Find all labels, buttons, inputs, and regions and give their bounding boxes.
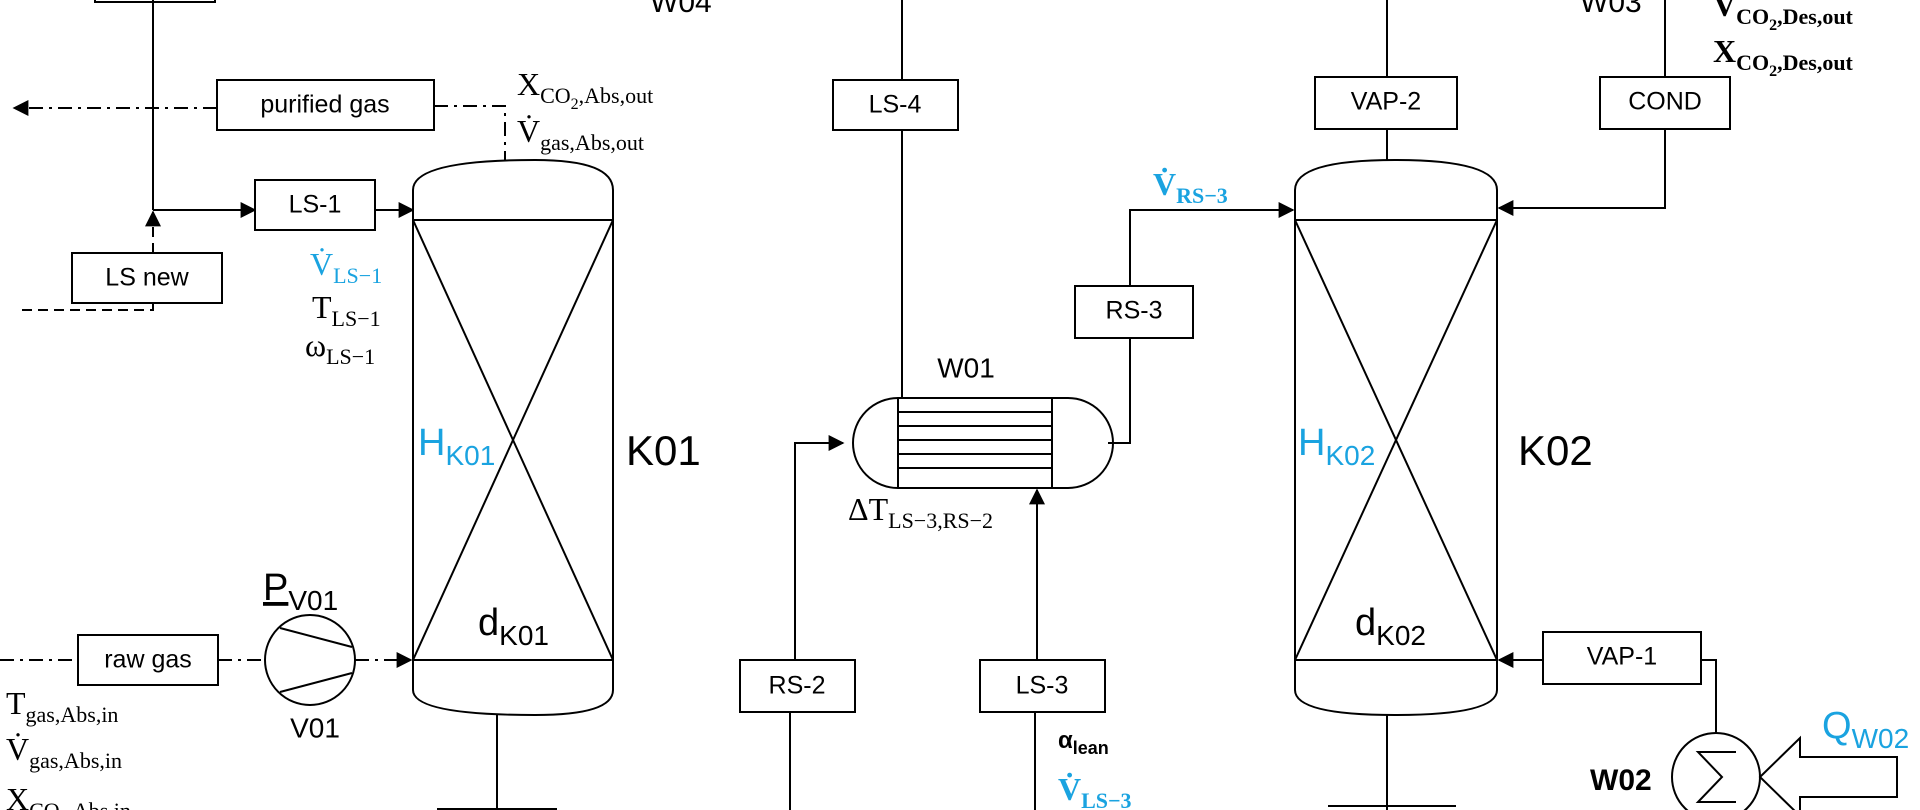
vap1-box [1542, 631, 1702, 685]
k02-column [1294, 158, 1498, 717]
p-v01: PV01 [263, 567, 338, 616]
w02-to-vap1-line [1701, 659, 1717, 735]
rs3-box [1074, 285, 1194, 339]
ls1-box [254, 179, 376, 231]
v-rs3: V̇RS−3 [1153, 166, 1228, 208]
q-w02-heat-arrow [1758, 735, 1898, 810]
ls-new-feed-line [20, 303, 154, 311]
ls-new-box [71, 252, 223, 304]
alpha-lean: αlean [1058, 727, 1109, 758]
rs2-label: RS-2 [769, 672, 826, 700]
t-gas-abs-in: Tgas,Abs,in [6, 685, 118, 727]
ls-new-label: LS new [105, 264, 189, 292]
ls3-box [979, 659, 1106, 713]
dt-ls3-rs2: ΔTLS−3,RS−2 [848, 491, 993, 533]
v-co2-des-out: V̇CO2,Des,out [1713, 0, 1854, 34]
d-k01: dK01 [478, 602, 549, 651]
ls4-box [832, 79, 959, 131]
t-ls1: TLS−1 [312, 289, 381, 331]
rs3-to-k02-line [1129, 202, 1295, 286]
w-ls1: ωLS−1 [305, 327, 375, 369]
k01-label: K01 [626, 427, 701, 474]
x-co2-des-out: XCO2,Des,out [1713, 33, 1854, 80]
q-w02: QW02 [1822, 705, 1909, 754]
raw-gas-label: raw gas [104, 646, 192, 674]
v-ls3: V̇LS−3 [1058, 771, 1132, 810]
d-k02: dK02 [1355, 602, 1426, 651]
v01-blower-icon [264, 614, 356, 706]
cond-to-k02-line [1497, 129, 1666, 216]
rs2-box [739, 659, 856, 713]
v-gas-abs-in: V̇gas,Abs,in [6, 731, 122, 773]
rs3-label: RS-3 [1106, 297, 1163, 325]
w02-sigma-mark [1695, 751, 1736, 803]
top-left-partial-box [94, 0, 216, 3]
w01-label: W01 [937, 352, 995, 383]
k01-column [412, 158, 614, 717]
w02-label: W02 [1590, 764, 1652, 797]
x-co2-abs-in: XCO₂,Abs,in [6, 781, 131, 810]
v-ls1: V̇LS−1 [310, 246, 382, 288]
vap2-label: VAP-2 [1351, 88, 1421, 116]
w01-exchanger-icon [852, 397, 1114, 489]
vap1-label: VAP-1 [1587, 643, 1657, 671]
k02-packing-diag2 [1294, 219, 1498, 661]
x-co2-abs-out: XCO2,Abs,out [517, 66, 653, 113]
h-k01: HK01 [418, 422, 495, 471]
v01-blade1 [279, 627, 353, 648]
v01-blade2 [279, 672, 353, 693]
rs2-to-w01-line [794, 435, 845, 660]
purified-gas-label: purified gas [260, 91, 389, 119]
vap2-box [1314, 76, 1458, 130]
k01-packing-diag2 [412, 219, 614, 661]
ls1-label: LS-1 [289, 191, 342, 219]
v01-label: V01 [290, 712, 340, 743]
w01-to-rs3-line [1108, 338, 1131, 444]
w03-partial-label: W03 [1580, 0, 1642, 19]
ls4-label: LS-4 [869, 91, 922, 119]
purified-gas-from-column-line [434, 105, 506, 165]
cond-label: COND [1628, 88, 1702, 116]
k02-label: K02 [1518, 427, 1593, 474]
w04-partial-label: W04 [650, 0, 712, 19]
v-gas-abs-out: V̇gas,Abs,out [517, 113, 644, 155]
h-k02: HK02 [1298, 422, 1375, 471]
ls3-label: LS-3 [1016, 672, 1069, 700]
